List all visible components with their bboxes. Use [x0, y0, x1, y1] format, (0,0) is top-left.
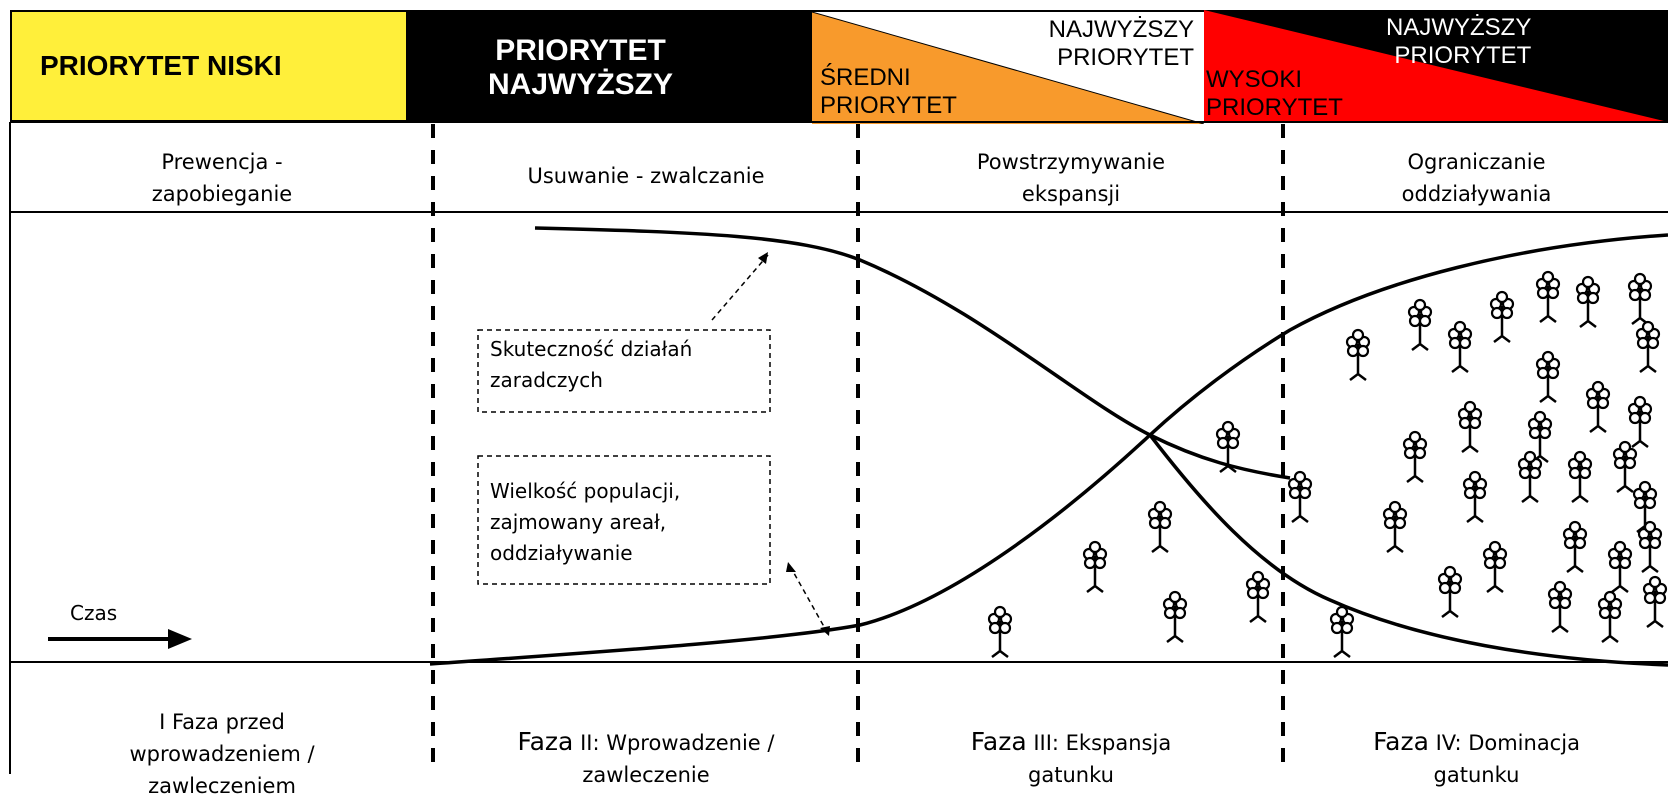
header-high-bottom-label: WYSOKI PRIORYTET: [1206, 66, 1343, 121]
population-note: Wielkość populacji, zajmowany areał, odd…: [490, 479, 681, 565]
effectiveness-note-box: [477, 329, 771, 413]
plant-icon: [1535, 350, 1561, 403]
action-prevention: Prewencja - zapobieganie: [151, 150, 293, 206]
effectiveness-curve: [534, 226, 1291, 480]
high-priority-wedge: [1204, 10, 1668, 122]
plant-icon: [987, 605, 1013, 658]
plant-icon: [1637, 520, 1663, 573]
dominance-lower-curve: [1148, 433, 1668, 667]
plant-icon: [1607, 540, 1633, 593]
header-highest-priority-label: PRIORYTET NAJWYŻSZY: [488, 34, 674, 101]
phase-3-text: III: Ekspansja gatunku: [1028, 731, 1172, 787]
plant-icon: [1612, 440, 1638, 493]
phase-3: Faza III: Ekspansja gatunku: [860, 694, 1282, 791]
population-pointer: [789, 565, 828, 633]
plant-icon: [1462, 470, 1488, 523]
phase-4-prefix: Faza: [1373, 727, 1429, 756]
phase-2-text: II: Wprowadzenie / zawleczenie: [580, 731, 775, 787]
plant-icon: [1535, 270, 1561, 323]
header-low-priority: PRIORYTET NISKI: [10, 10, 408, 122]
plant-icon: [1642, 575, 1668, 628]
plant-icon: [1627, 395, 1653, 448]
plant-icon: [1215, 420, 1241, 473]
plant-icon: [1402, 430, 1428, 483]
plant-icon: [1585, 380, 1611, 433]
plant-icon: [1287, 470, 1313, 523]
plant-icon: [1457, 400, 1483, 453]
action-impact-limiting: Ograniczanie oddziaływania: [1401, 150, 1552, 206]
diagram-canvas: [9, 121, 1668, 774]
plant-icon: [1482, 540, 1508, 593]
plant-icon: [1597, 590, 1623, 643]
time-label: Czas: [70, 601, 118, 625]
plant-icon: [1329, 605, 1355, 658]
medium-priority-wedge: [812, 12, 1204, 124]
effectiveness-pointer-head: [758, 252, 768, 264]
arrow-right-icon: [168, 629, 192, 649]
header-medium-bottom-label: ŚREDNI PRIORYTET: [820, 64, 957, 119]
high-priority-triangle: [1204, 10, 1668, 122]
population-curve: [429, 233, 1668, 666]
plant-icon: [1489, 290, 1515, 343]
plant-icon: [1082, 540, 1108, 593]
header-medium-priority: NAJWYŻSZY PRIORYTET ŚREDNI PRIORYTET: [812, 10, 1204, 124]
population-pointer-tail: [786, 562, 796, 572]
plant-icon: [1407, 298, 1433, 351]
phase-1-text: I Faza przed wprowadzeniem / zawleczenie…: [129, 710, 315, 798]
plant-icon: [1627, 272, 1653, 325]
plants-group: [987, 270, 1668, 658]
plant-icon: [1437, 565, 1463, 618]
phase-1: I Faza przed wprowadzeniem / zawleczenie…: [12, 674, 432, 802]
header-highest-priority: PRIORYTET NAJWYŻSZY: [408, 10, 812, 122]
invasion-phases-diagram: PRIORYTET NISKI PRIORYTET NAJWYŻSZY NAJW…: [9, 10, 1668, 798]
plant-icon: [1162, 590, 1188, 643]
effectiveness-note: Skuteczność działań zaradczych: [490, 337, 693, 392]
phase-2: Faza II: Wprowadzenie / zawleczenie: [435, 694, 857, 791]
header-high-priority: NAJWYŻSZY PRIORYTET WYSOKI PRIORYTET: [1204, 10, 1668, 122]
phase-4-text: IV: Dominacja gatunku: [1433, 731, 1580, 787]
plant-icon: [1575, 275, 1601, 328]
header-medium-top-label: NAJWYŻSZY PRIORYTET: [1048, 16, 1194, 71]
plant-icon: [1562, 520, 1588, 573]
action-eradication: Usuwanie - zwalczanie: [527, 164, 765, 188]
effectiveness-pointer: [711, 254, 769, 321]
header-high-top-label: NAJWYŻSZY PRIORYTET: [1386, 14, 1532, 69]
plant-icon: [1447, 320, 1473, 373]
phase-2-prefix: Faza: [517, 727, 574, 756]
plant-icon: [1547, 580, 1573, 633]
phase-4: Faza IV: Dominacja gatunku: [1285, 694, 1668, 791]
population-pointer-head: [820, 626, 830, 636]
plant-icon: [1382, 500, 1408, 553]
plant-icon: [1245, 570, 1271, 623]
plant-icon: [1147, 500, 1173, 553]
plant-icon: [1517, 450, 1543, 503]
population-note-box: [477, 455, 771, 585]
plant-icon: [1567, 450, 1593, 503]
header-low-priority-label: PRIORYTET NISKI: [40, 50, 282, 81]
plant-icon: [1635, 320, 1661, 373]
plant-icon: [1345, 328, 1371, 381]
action-containment: Powstrzymywanie ekspansji: [976, 150, 1166, 206]
phase-3-prefix: Faza: [970, 727, 1027, 756]
